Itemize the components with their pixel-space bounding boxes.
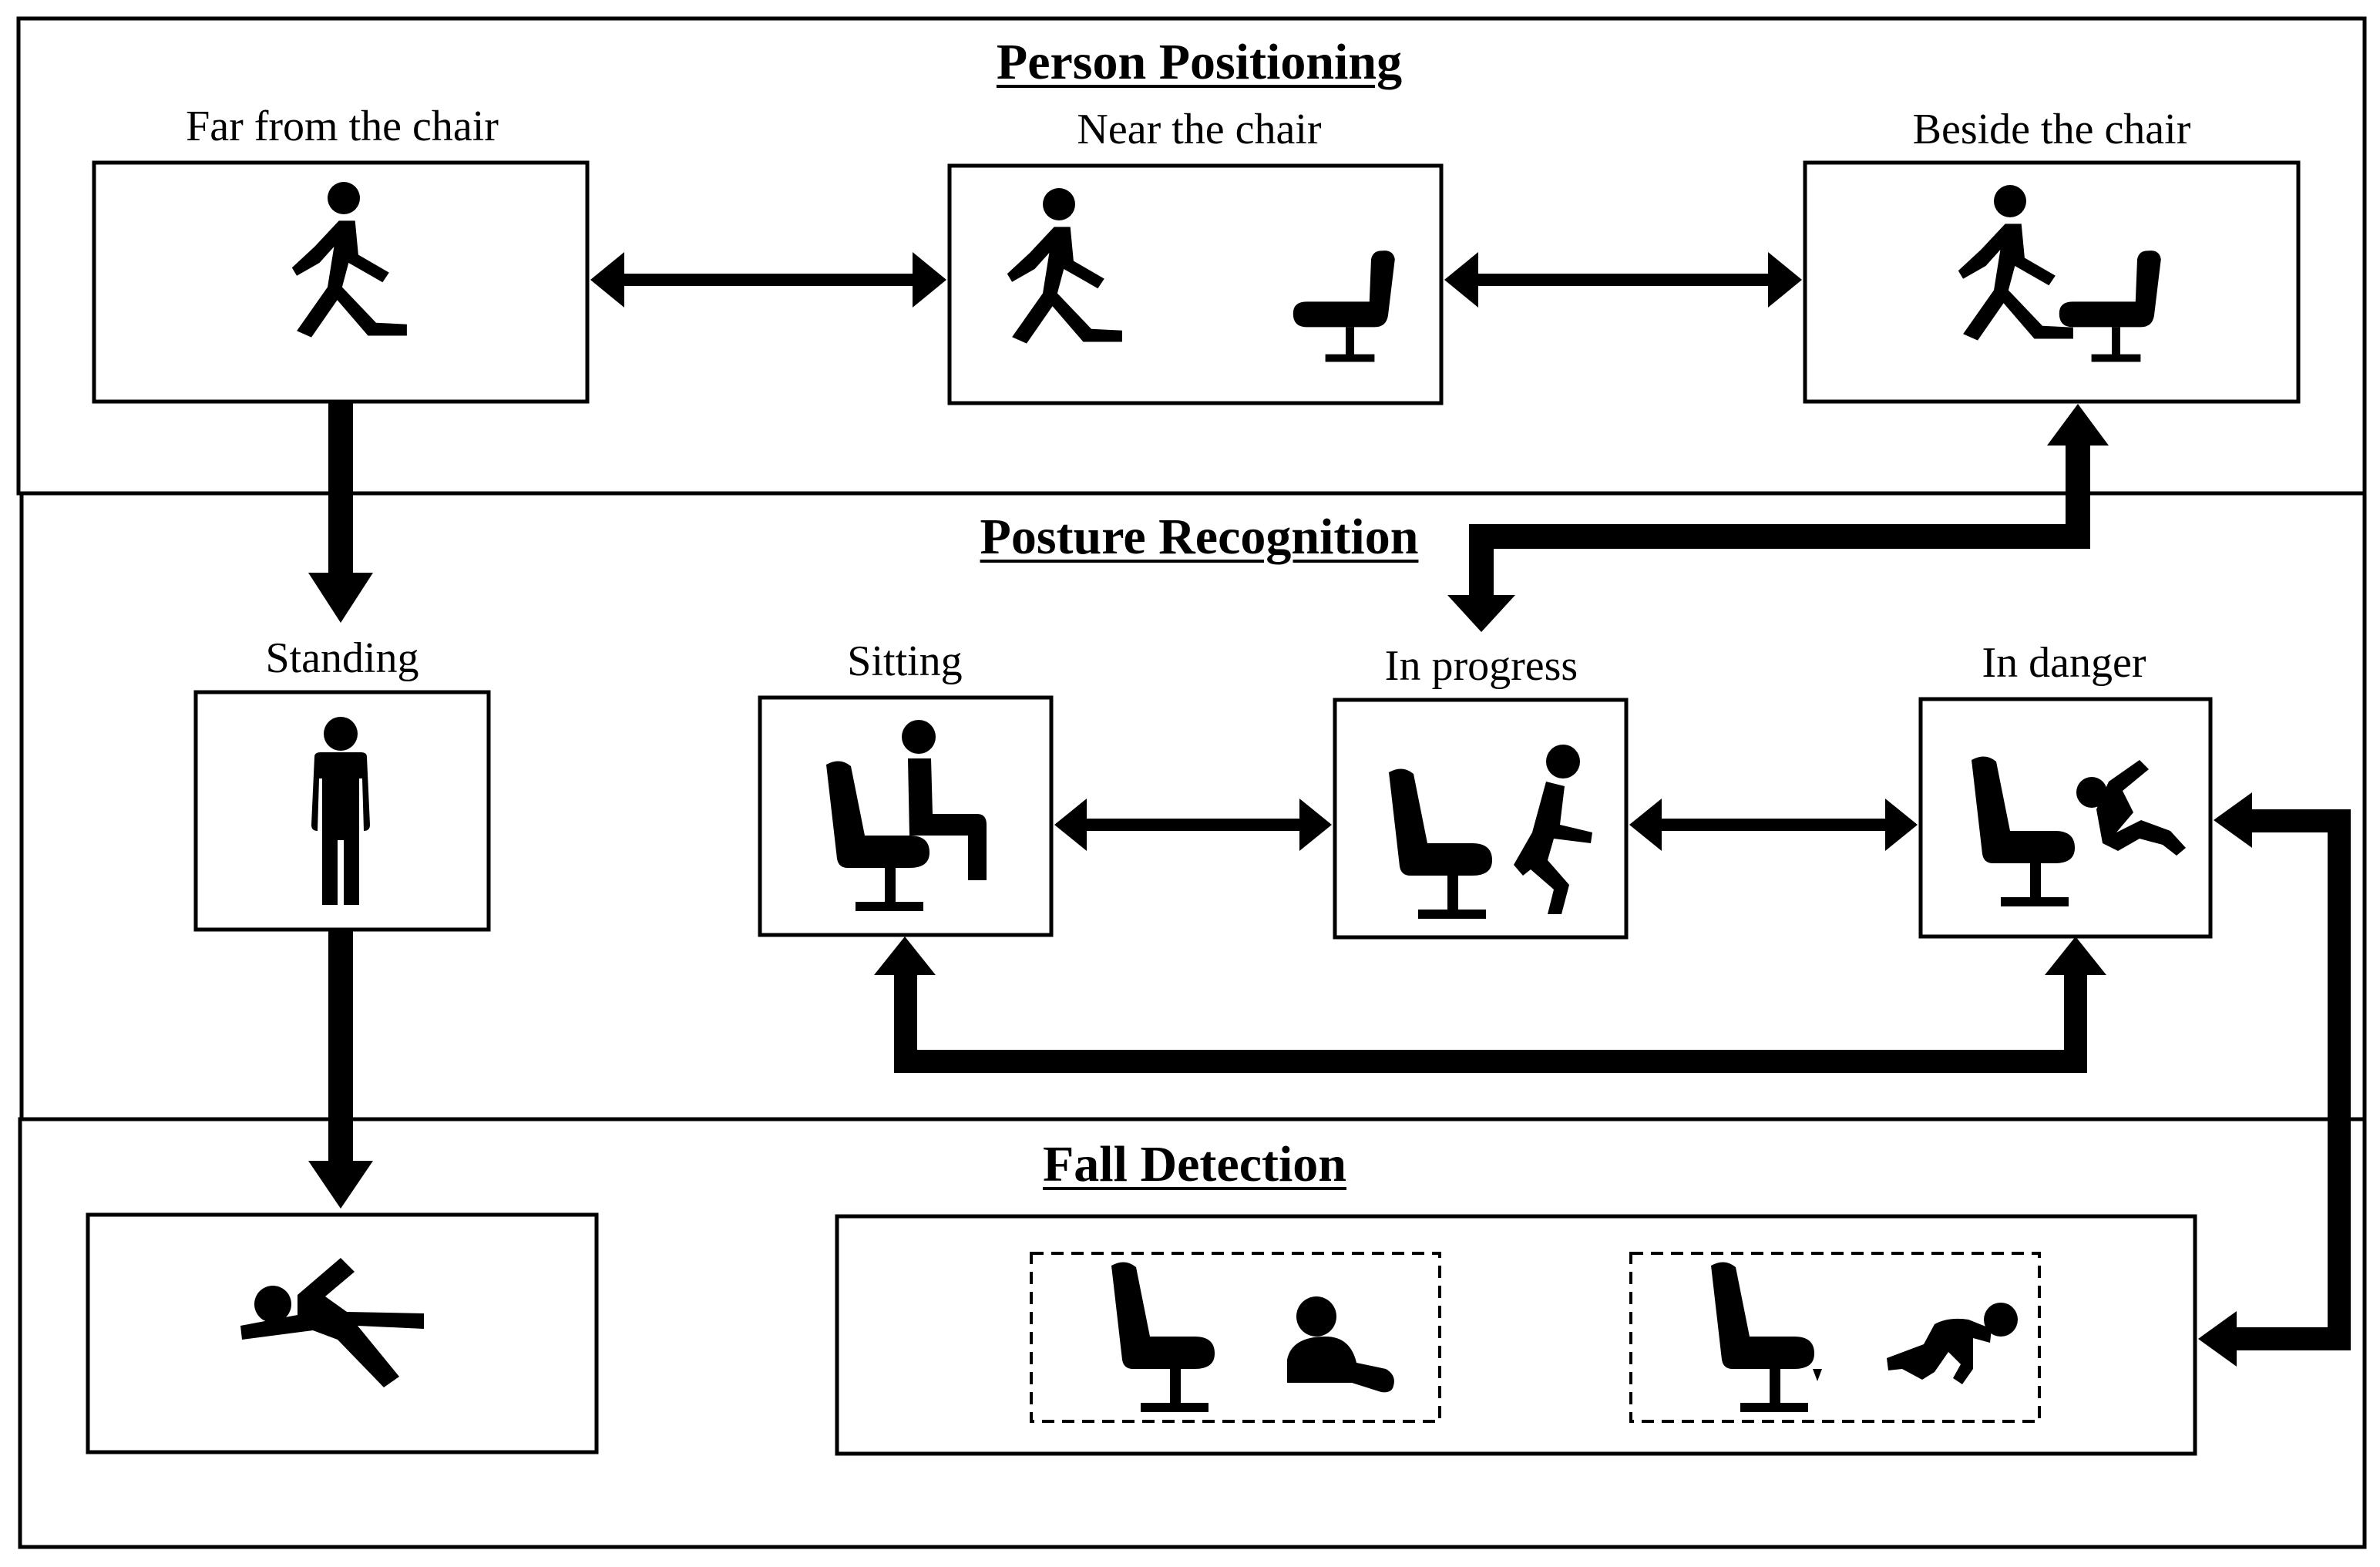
fall-case-crawl-box bbox=[1629, 1252, 2041, 1423]
fall-frame bbox=[18, 1117, 2367, 1549]
far-label: Far from the chair bbox=[186, 103, 499, 150]
in-danger-box bbox=[1918, 697, 2213, 939]
in-progress-person-icon bbox=[1389, 745, 1592, 919]
arrow-standing-fall bbox=[308, 930, 373, 1209]
in-danger-label: In danger bbox=[1982, 639, 2146, 687]
positioning-title: Person Positioning bbox=[996, 34, 1403, 90]
pictograms bbox=[240, 182, 2186, 1412]
arrow-near-beside bbox=[1444, 252, 1802, 308]
near-label: Near the chair bbox=[1077, 106, 1322, 153]
crawling-fall-icon bbox=[1711, 1262, 2018, 1412]
section-frames bbox=[16, 16, 2367, 1549]
state-boxes bbox=[86, 160, 2301, 1456]
near-box bbox=[947, 163, 1444, 405]
standing-person-icon bbox=[311, 717, 370, 905]
beside-label: Beside the chair bbox=[1912, 106, 2191, 153]
standing-label: Standing bbox=[265, 634, 419, 682]
arrow-beside-progress bbox=[1447, 404, 2109, 632]
in-progress-box bbox=[1333, 698, 1629, 940]
in-progress-label: In progress bbox=[1384, 642, 1578, 690]
fall-title: Fall Detection bbox=[1042, 1136, 1347, 1192]
arrow-progress-danger bbox=[1629, 799, 1918, 851]
sitting-label: Sitting bbox=[847, 637, 963, 685]
posture-title: Posture Recognition bbox=[980, 509, 1419, 565]
arrow-sitting-progress bbox=[1054, 799, 1332, 851]
slumped-fall-icon bbox=[1111, 1262, 1394, 1412]
arrow-sitting-danger-loop bbox=[874, 937, 2106, 1073]
arrow-far-near bbox=[590, 252, 946, 308]
arrow-far-standing bbox=[308, 402, 373, 623]
beside-box bbox=[1803, 160, 2301, 404]
falling-person-icon bbox=[240, 1258, 424, 1387]
arrow-danger-fall bbox=[2198, 792, 2351, 1367]
arrows bbox=[308, 252, 2351, 1367]
sitting-person-icon bbox=[826, 720, 987, 911]
in-danger-person-icon bbox=[1972, 756, 2186, 906]
fall-sub-boxes bbox=[1030, 1252, 2041, 1423]
fall-case-slump-box bbox=[1030, 1252, 1441, 1423]
